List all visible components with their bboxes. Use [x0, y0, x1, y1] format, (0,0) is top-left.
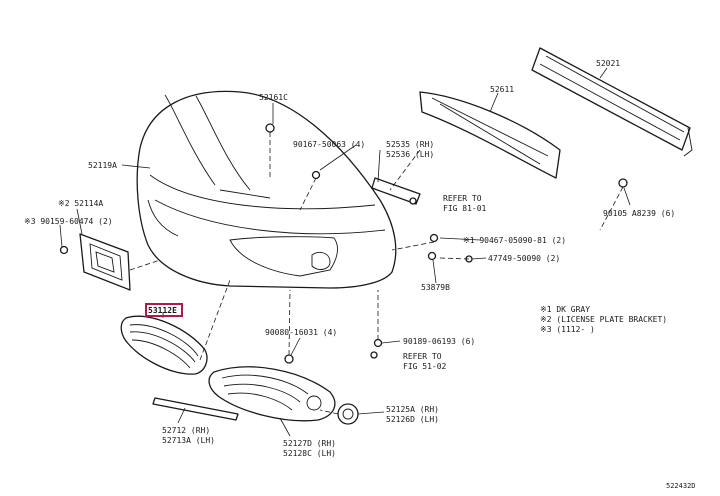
label-refer-fig81-line2[interactable]: FIG 81-01	[443, 204, 487, 213]
label-90080-16031[interactable]: 90080-16031 (4)	[265, 328, 338, 337]
fog-ring-shape	[337, 403, 359, 425]
upper-grille-shape	[120, 315, 208, 375]
label-52119a[interactable]: 52119A	[88, 161, 117, 170]
label-52536[interactable]: 52536 (LH)	[386, 150, 435, 159]
figure-code: 522432D	[666, 482, 696, 490]
label-47749-50090[interactable]: 47749-50090 (2)	[488, 254, 561, 263]
label-53112e[interactable]: 53112E	[148, 306, 177, 315]
label-53879b[interactable]: 53879B	[421, 283, 450, 292]
label-90167-50063[interactable]: 90167-50063 (4)	[293, 140, 366, 149]
label-52128c[interactable]: 52128C (LH)	[283, 449, 336, 458]
reinforcement-beam-shape	[531, 47, 693, 157]
fasteners	[59, 123, 628, 364]
label-90105-a8239[interactable]: 90105 A8239 (6)	[603, 209, 676, 218]
label-52114a[interactable]: ※2 52114A	[58, 199, 104, 208]
label-refer-fig51-line2[interactable]: FIG 51-02	[403, 362, 447, 371]
label-90467-05090[interactable]: ※1 90467-05090-81 (2)	[463, 236, 567, 245]
upper-absorber-shape	[419, 91, 561, 179]
license-bracket-shape	[79, 233, 131, 291]
note-dk-gray: ※1 DK GRAY	[540, 305, 591, 314]
side-bracket-shape	[371, 177, 421, 205]
bumper-cover-shape	[136, 90, 397, 289]
highlight-box-53112e	[145, 303, 183, 317]
note-license-plate-bracket: ※2 (LICENSE PLATE BRACKET)	[540, 315, 668, 324]
label-52713a[interactable]: 52713A (LH)	[162, 436, 215, 445]
label-52126d[interactable]: 52126D (LH)	[386, 415, 439, 424]
label-refer-fig51-line1[interactable]: REFER TO	[403, 352, 442, 361]
label-refer-fig81-line1[interactable]: REFER TO	[443, 194, 482, 203]
note-date-range: ※3 (1112- )	[540, 325, 595, 334]
label-52611[interactable]: 52611	[490, 85, 515, 94]
label-52125a[interactable]: 52125A (RH)	[386, 405, 439, 414]
assembly-lines	[129, 132, 624, 415]
label-52127d[interactable]: 52127D (RH)	[283, 439, 336, 448]
label-52021[interactable]: 52021	[596, 59, 621, 68]
label-90189-06193[interactable]: 90189-06193 (6)	[403, 337, 476, 346]
label-90159-60474[interactable]: ※3 90159-60474 (2)	[24, 217, 113, 226]
label-52535[interactable]: 52535 (RH)	[386, 140, 435, 149]
label-52712[interactable]: 52712 (RH)	[162, 426, 211, 435]
molding-strip-shape	[152, 397, 239, 421]
fog-cover-shape	[208, 366, 336, 422]
label-52161c[interactable]: 52161C	[259, 93, 288, 102]
